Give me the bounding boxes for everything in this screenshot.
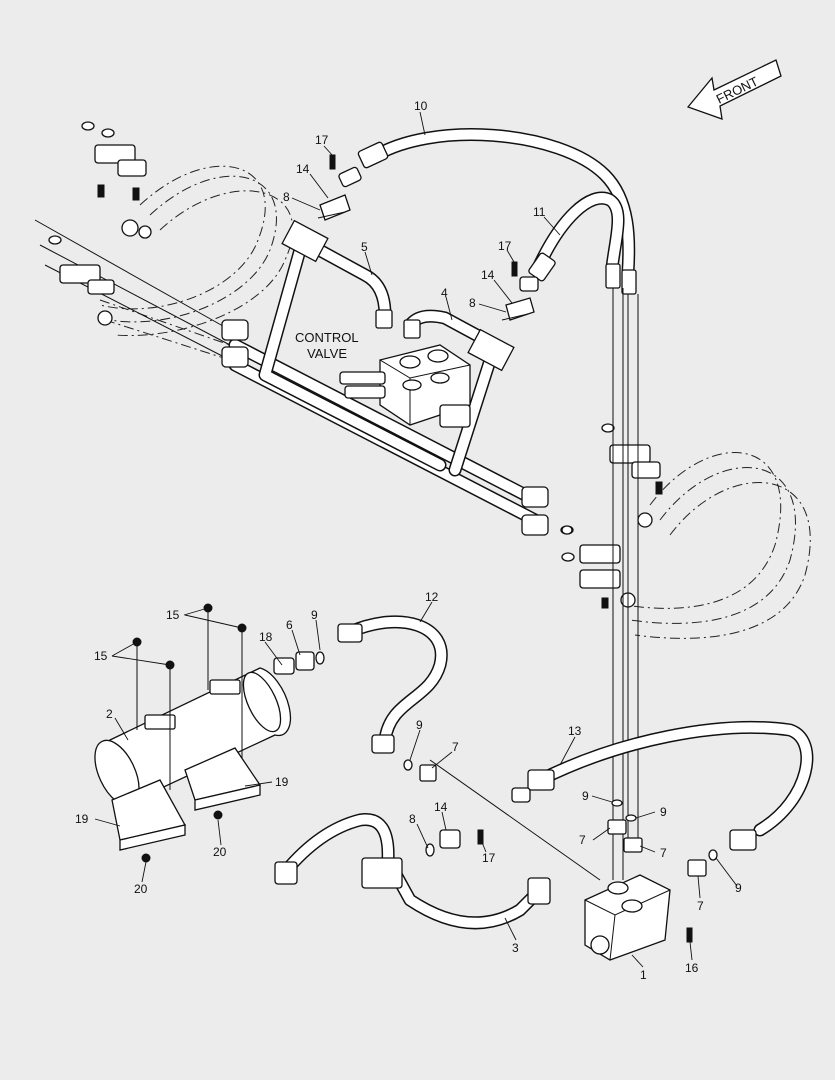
bolts-20 xyxy=(141,810,223,863)
callout-15: 15 xyxy=(94,649,108,663)
callout-7: 7 xyxy=(579,833,586,847)
front-arrow: FRONT xyxy=(686,59,782,120)
callout-20: 20 xyxy=(213,845,227,859)
callout-18: 18 xyxy=(259,630,273,644)
hose-11 xyxy=(519,191,625,292)
callout-labels: 10 17 14 8 5 11 17 14 8 4 15 15 18 6 9 1… xyxy=(75,99,742,982)
callout-9: 9 xyxy=(582,789,589,803)
clamp-14-8-17-upper xyxy=(317,154,535,321)
callout-15: 15 xyxy=(166,608,180,622)
callout-16: 16 xyxy=(685,961,699,975)
callout-8: 8 xyxy=(283,190,290,204)
callout-9: 9 xyxy=(311,608,318,622)
callout-17: 17 xyxy=(315,133,329,147)
fittings-7-9 xyxy=(403,759,718,877)
callout-8: 8 xyxy=(469,296,476,310)
callout-19: 19 xyxy=(75,812,89,826)
callout-9: 9 xyxy=(416,718,423,732)
callout-3: 3 xyxy=(512,941,519,955)
bracket-19-left xyxy=(111,779,186,851)
hose-12 xyxy=(337,615,448,754)
control-valve xyxy=(339,344,471,428)
relief-valve-1 xyxy=(584,874,693,961)
callout-12: 12 xyxy=(425,590,439,604)
phantom-hoses-left xyxy=(34,121,294,361)
callout-8: 8 xyxy=(409,812,416,826)
accumulator-2 xyxy=(94,603,325,807)
callout-11: 11 xyxy=(533,205,546,219)
callout-5: 5 xyxy=(361,240,368,254)
callout-7: 7 xyxy=(660,846,667,860)
callout-20: 20 xyxy=(134,882,148,896)
callout-14: 14 xyxy=(434,800,448,814)
callout-14: 14 xyxy=(296,162,310,176)
leader-lines xyxy=(94,111,738,968)
bracket-19-right xyxy=(184,747,262,811)
callout-6: 6 xyxy=(286,618,293,632)
control-valve-label-line2: VALVE xyxy=(307,346,347,361)
callout-7: 7 xyxy=(697,899,704,913)
callout-14: 14 xyxy=(481,268,495,282)
callout-19: 19 xyxy=(275,775,289,789)
callout-1: 1 xyxy=(640,968,647,982)
callout-4: 4 xyxy=(441,286,448,300)
callout-10: 10 xyxy=(414,99,428,113)
callout-2: 2 xyxy=(106,707,113,721)
callout-9: 9 xyxy=(660,805,667,819)
phantom-hoses-right xyxy=(560,423,811,639)
steel-tubes-4-5 xyxy=(221,219,573,536)
callout-17: 17 xyxy=(498,239,512,253)
control-valve-label-line1: CONTROL xyxy=(295,330,359,345)
callout-7: 7 xyxy=(452,740,459,754)
callout-9: 9 xyxy=(735,881,742,895)
tube-3 xyxy=(274,813,551,930)
hose-13 xyxy=(511,720,814,851)
callout-17: 17 xyxy=(482,851,496,865)
hose-10 xyxy=(338,128,636,279)
callout-13: 13 xyxy=(568,724,582,738)
